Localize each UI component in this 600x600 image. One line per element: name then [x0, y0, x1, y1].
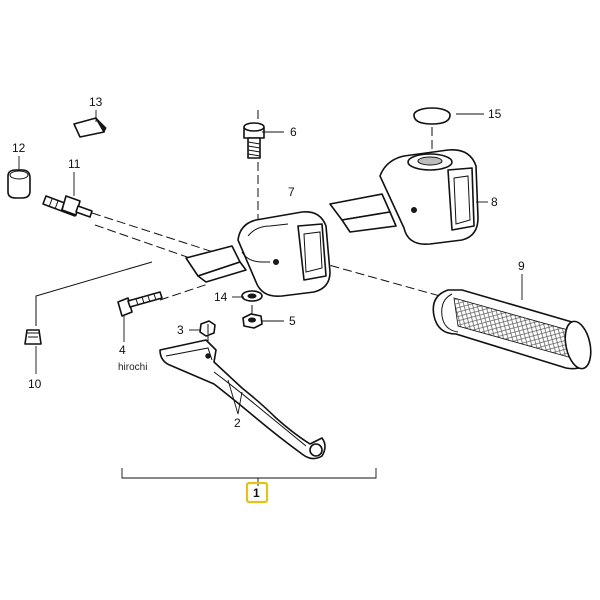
callout-13: 13	[89, 95, 103, 109]
callout-3: 3	[177, 323, 184, 337]
part-3-nut	[199, 320, 216, 337]
callout-1: 1	[253, 486, 260, 500]
callout-labels: 6 12 11 13 15 8 7 9 14 5 3 4 10 2 hiroch…	[12, 95, 525, 430]
part-14-washer	[241, 290, 263, 302]
part-12-cap	[7, 169, 31, 199]
callout-10: 10	[28, 377, 42, 391]
part-9-grip	[432, 289, 592, 370]
callout-14: 14	[214, 290, 228, 304]
part-15-plug	[413, 107, 451, 125]
part-7-lever-housing	[185, 210, 331, 298]
callout-5: 5	[289, 314, 296, 328]
part-10-nipple	[24, 329, 42, 345]
part-8-throttle-housing	[329, 149, 479, 245]
part-5-nut	[242, 313, 263, 329]
assembly-axis-lines	[35, 110, 441, 342]
callout-1-highlight: 1	[245, 481, 269, 504]
callout-9: 9	[518, 259, 525, 273]
highlight-box	[245, 481, 269, 504]
callout-6: 6	[290, 125, 297, 139]
callout-8: 8	[491, 195, 498, 209]
leader-lines	[18, 110, 523, 415]
watermark-text: hirochi	[118, 362, 147, 373]
callout-12: 12	[12, 141, 26, 155]
callout-7: 7	[288, 185, 295, 199]
part-11-adjuster-screw	[42, 195, 93, 218]
part-4-screw	[117, 291, 163, 317]
callout-2: 2	[234, 416, 241, 430]
part-13-wedge	[73, 117, 107, 138]
callout-15: 15	[488, 107, 502, 121]
callout-4: 4	[119, 343, 126, 357]
callout-11: 11	[68, 157, 81, 171]
part-6-bolt	[243, 122, 265, 159]
part-2-lever	[159, 339, 326, 460]
